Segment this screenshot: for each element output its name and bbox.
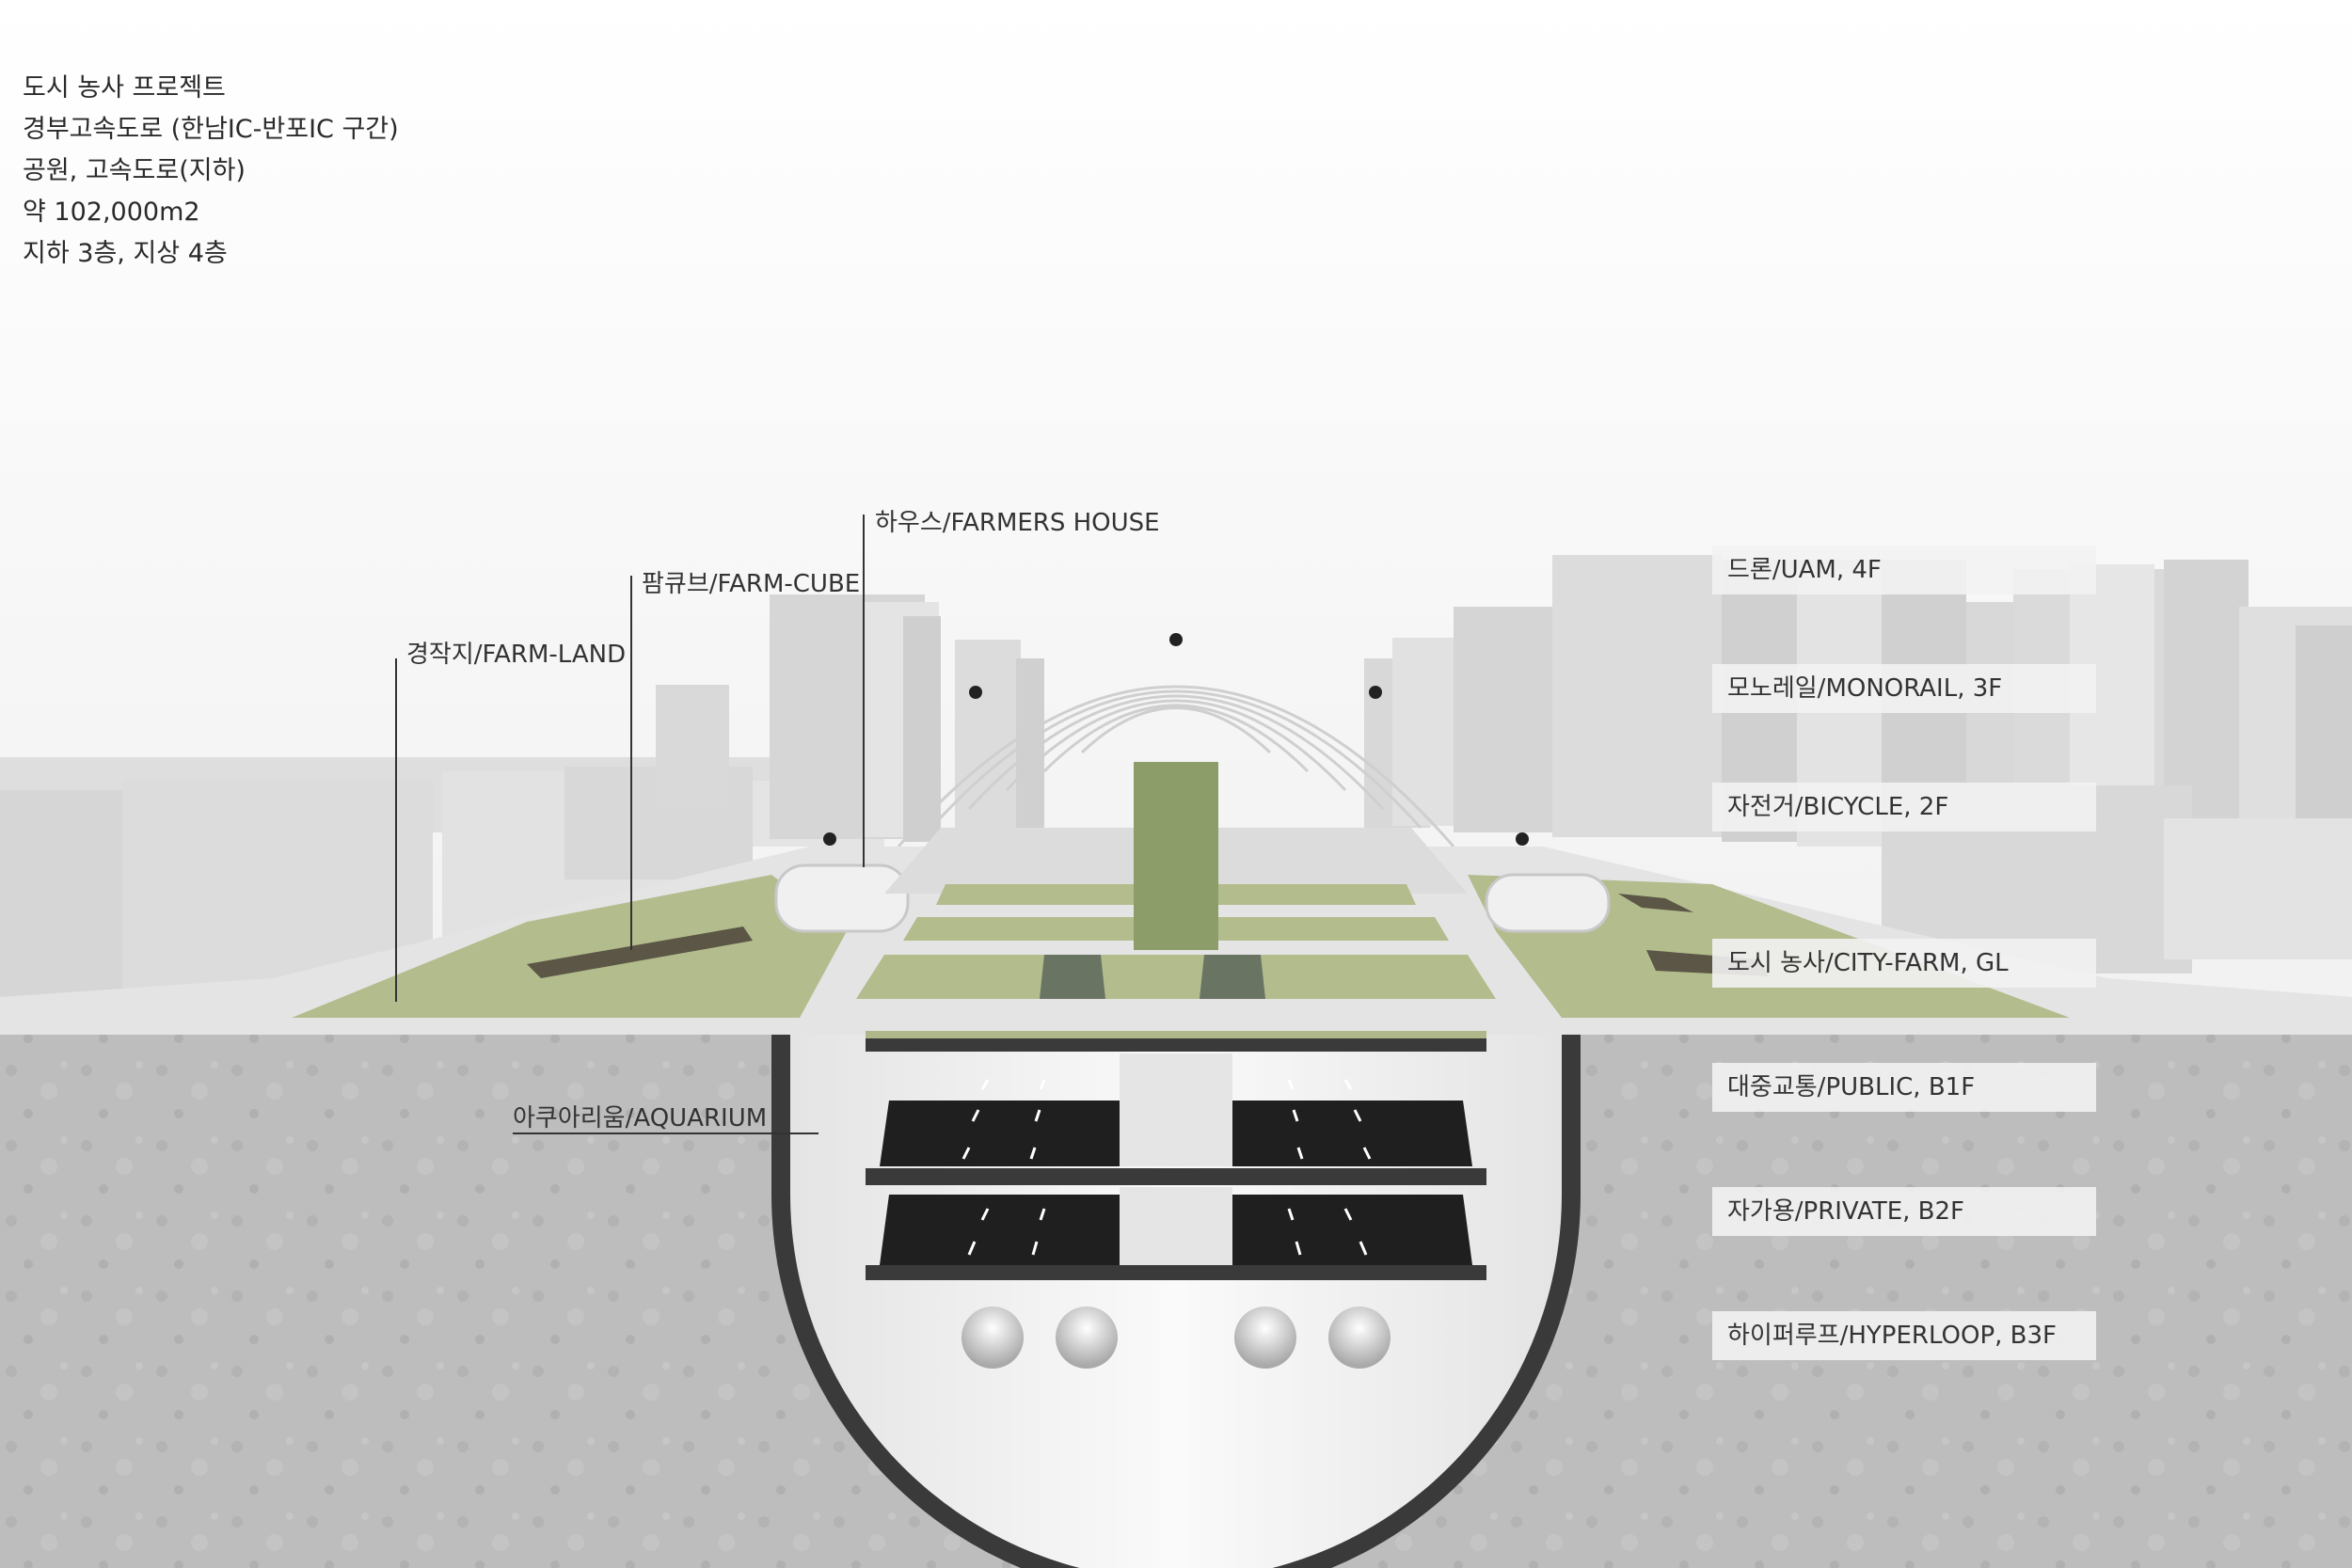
level-label-2f: 자전거/BICYCLE, 2F <box>1712 783 2096 832</box>
level-label-b2f: 자가용/PRIVATE, B2F <box>1712 1187 2096 1236</box>
level-label-b3f: 하이퍼루프/HYPERLOOP, B3F <box>1712 1311 2096 1360</box>
hyperloop-tubes <box>961 1307 1391 1369</box>
field-left <box>292 875 847 1018</box>
project-floors: 지하 3층, 지상 4층 <box>23 239 228 268</box>
level-label-3f: 모노레일/MONORAIL, 3F <box>1712 664 2096 713</box>
level-label-4f: 드론/UAM, 4F <box>1712 546 2096 594</box>
tunnel-interior <box>790 1035 1562 1568</box>
top-slab <box>866 1035 1486 1052</box>
project-title: 도시 농사 프로젝트 <box>23 73 226 103</box>
lane-markings <box>961 1079 1372 1256</box>
farm-cube-left <box>774 863 910 933</box>
project-info: 도시 농사 프로젝트 경부고속도로 (한남IC-반포IC 구간) 공원, 고속도… <box>23 68 399 275</box>
level-marker-dots <box>823 633 1529 846</box>
callout-farm-land: 경작지/FARM-LAND <box>406 641 627 669</box>
b2f-roadway <box>866 1187 1486 1280</box>
callout-aquarium: 아쿠아리움/AQUARIUM <box>513 1104 768 1132</box>
field-right-bed <box>1618 894 1693 912</box>
level-label-gl: 도시 농사/CITY-FARM, GL <box>1712 939 2096 988</box>
greenhouse-canopy <box>897 685 1455 847</box>
field-left-bed <box>527 927 753 978</box>
project-location: 경부고속도로 (한남IC-반포IC 구간) <box>23 115 399 144</box>
level-label-b1f: 대중교통/PUBLIC, B1F <box>1712 1063 2096 1112</box>
callout-farmers-house: 하우스/FARMERS HOUSE <box>875 509 1160 537</box>
farm-cube-right <box>1485 873 1611 933</box>
b1f-roadway <box>866 1053 1486 1185</box>
project-area: 약 102,000m2 <box>23 198 200 227</box>
central-terraces <box>856 762 1496 999</box>
towers-left <box>656 594 1044 842</box>
callout-farm-cube: 팜큐브/FARM-CUBE <box>642 570 861 598</box>
callout-leaders <box>395 515 865 1134</box>
project-use: 공원, 고속도로(지하) <box>23 156 246 185</box>
